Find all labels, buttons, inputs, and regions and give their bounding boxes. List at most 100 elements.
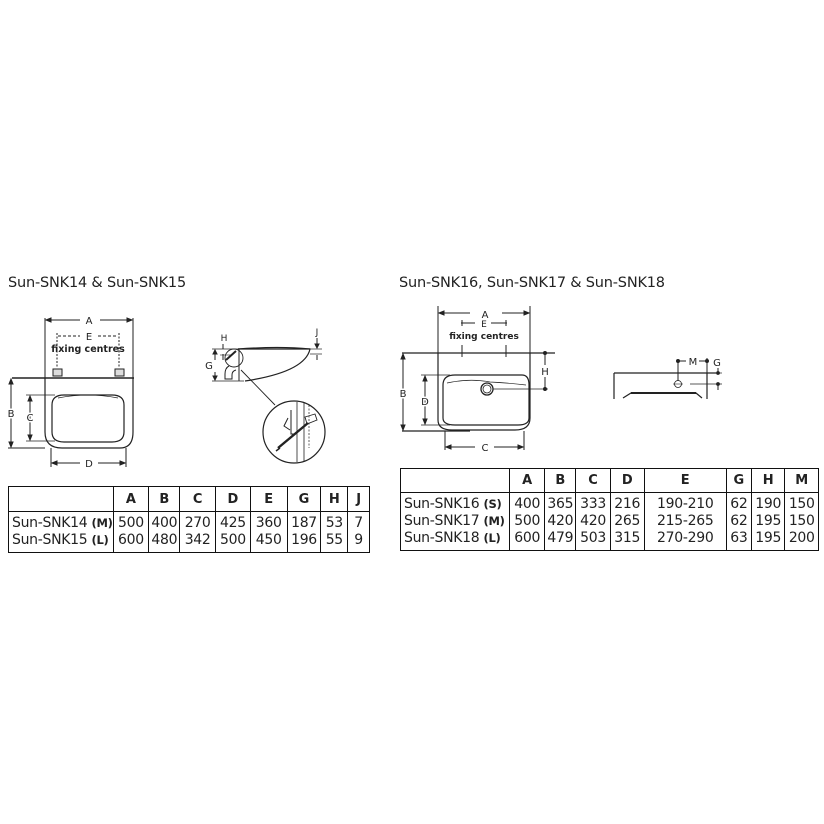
dim-label-C: C — [482, 443, 489, 454]
value-cell: 503 — [575, 530, 611, 551]
value-cell: 500 — [112, 511, 149, 532]
fixing-centres-label: fixing centres — [51, 344, 125, 355]
value-cell: 500 — [215, 532, 251, 553]
column-header: H — [750, 468, 785, 493]
value-cell: 190 — [750, 492, 785, 513]
value-cell: 600 — [509, 530, 545, 551]
value-cell: 53 — [320, 511, 348, 532]
model-name: Sun-SNK14 — [12, 515, 88, 531]
value-cell: 195 — [750, 530, 785, 551]
value-cell: 9 — [347, 532, 370, 553]
value-cell: 400 — [148, 511, 180, 532]
header-blank — [400, 468, 510, 493]
column-header: E — [643, 468, 727, 493]
value-cell: 190-210 — [643, 492, 727, 513]
value-cell: 600 — [112, 532, 149, 553]
left-section-title: Sun-SNK14 & Sun-SNK15 — [8, 275, 186, 291]
size-badge: (M) — [483, 514, 505, 528]
column-header: A — [112, 486, 149, 512]
dim-label-H: H — [221, 334, 228, 344]
size-badge: (M) — [91, 516, 113, 530]
column-header: B — [544, 468, 576, 493]
model-cell: Sun-SNK17 (M) — [401, 513, 510, 530]
dim-label-B: B — [8, 409, 15, 420]
model-name: Sun-SNK17 — [404, 513, 480, 529]
table-row: Sun-SNK15 (L) 600 480 342 500 450 196 55… — [9, 532, 370, 553]
dim-label-C: C — [27, 413, 34, 424]
table-header-row: A B C D E G H M — [400, 468, 819, 493]
header-blank — [8, 486, 114, 512]
dim-label-G: G — [713, 358, 721, 369]
value-cell: 360 — [249, 511, 288, 532]
value-cell: 425 — [215, 511, 251, 532]
model-name: Sun-SNK15 — [12, 532, 88, 548]
value-cell: 420 — [575, 513, 611, 530]
table-row: Sun-SNK18 (L) 600 479 503 315 270-290 63… — [401, 530, 819, 551]
column-header: H — [320, 486, 348, 512]
value-cell: 150 — [784, 492, 819, 513]
value-cell: 150 — [784, 513, 819, 530]
column-header: D — [609, 468, 645, 493]
value-cell: 270-290 — [643, 530, 727, 551]
value-cell: 215-265 — [643, 513, 727, 530]
left-front-view-drawing: A E fixing centres B C D — [6, 316, 134, 470]
value-cell: 196 — [286, 532, 321, 553]
column-header: E — [249, 486, 288, 512]
column-header: G — [286, 486, 321, 512]
value-cell: 62 — [725, 492, 752, 513]
value-cell: 315 — [609, 530, 645, 551]
column-header: A — [509, 468, 545, 493]
table-row: Sun-SNK14 (M) 500 400 270 425 360 187 53… — [9, 511, 370, 532]
fixing-centres-label: fixing centres — [449, 332, 519, 342]
model-cell: Sun-SNK18 (L) — [401, 530, 510, 551]
dim-label-B: B — [400, 389, 407, 400]
value-cell: 200 — [784, 530, 819, 551]
value-cell: 270 — [179, 511, 216, 532]
dim-label-A: A — [482, 310, 489, 321]
right-spec-table: A B C D E G H M Sun-SNK16 (S) 400 365 33… — [400, 468, 819, 551]
value-cell: 400 — [509, 492, 545, 513]
value-cell: 342 — [179, 532, 216, 553]
value-cell: 265 — [609, 513, 645, 530]
value-cell: 450 — [249, 532, 288, 553]
size-badge: (S) — [483, 497, 502, 511]
value-cell: 216 — [609, 492, 645, 513]
column-header: M — [784, 468, 819, 493]
column-header: D — [215, 486, 251, 512]
table-row: Sun-SNK17 (M) 500 420 420 265 215-265 62… — [401, 513, 819, 530]
dim-label-D: D — [85, 459, 93, 470]
value-cell: 7 — [347, 511, 370, 532]
value-cell: 195 — [750, 513, 785, 530]
value-cell: 365 — [544, 492, 576, 513]
right-front-view-drawing: A E fixing centres B D H C — [398, 306, 555, 454]
model-name: Sun-SNK16 — [404, 496, 480, 512]
value-cell: 500 — [509, 513, 545, 530]
value-cell: 55 — [320, 532, 348, 553]
dim-label-D: D — [421, 397, 429, 408]
dim-label-E: E — [481, 320, 487, 330]
value-cell: 62 — [725, 513, 752, 530]
column-header: J — [347, 486, 370, 512]
model-cell: Sun-SNK15 (L) — [9, 532, 114, 553]
column-header: C — [179, 486, 216, 512]
dim-label-M: M — [689, 357, 698, 368]
size-badge: (L) — [91, 533, 109, 547]
dim-label-G: G — [205, 361, 213, 372]
dim-label-H: H — [541, 367, 549, 378]
right-side-view-drawing: M G — [613, 357, 722, 399]
value-cell: 479 — [544, 530, 576, 551]
column-header: G — [725, 468, 752, 493]
left-side-view-drawing: H G J — [205, 328, 326, 464]
model-name: Sun-SNK18 — [404, 530, 480, 546]
value-cell: 63 — [725, 530, 752, 551]
table-row: Sun-SNK16 (S) 400 365 333 216 190-210 62… — [401, 492, 819, 514]
dim-label-E: E — [86, 332, 92, 343]
column-header: B — [148, 486, 180, 512]
value-cell: 480 — [148, 532, 180, 553]
model-cell: Sun-SNK16 (S) — [401, 493, 510, 514]
size-badge: (L) — [483, 531, 501, 545]
left-spec-table: A B C D E G H J Sun-SNK14 (M) 500 400 27… — [8, 486, 370, 553]
dim-label-J: J — [315, 328, 319, 338]
column-header: C — [575, 468, 611, 493]
dim-label-A: A — [86, 316, 93, 327]
